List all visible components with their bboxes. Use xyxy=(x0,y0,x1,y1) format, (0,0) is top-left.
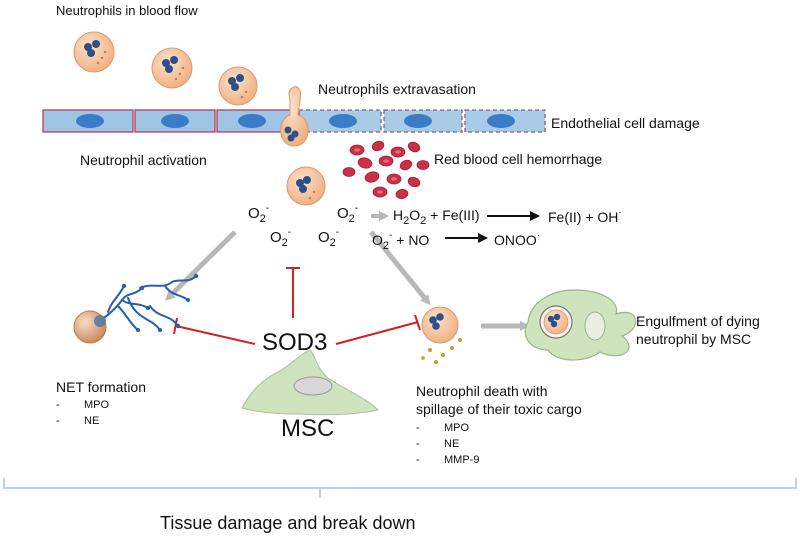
superoxide-label: O2- xyxy=(248,203,270,225)
dying-neutrophil xyxy=(421,306,462,364)
msc-label: MSC xyxy=(281,415,335,442)
label-engulfment-2: neutrophil by MSC xyxy=(636,331,752,347)
sod3-label: SOD3 xyxy=(262,329,328,356)
activated-neutrophil xyxy=(286,166,326,206)
label-endothelial-damage: Endothelial cell damage xyxy=(551,115,700,131)
red-blood-cells xyxy=(342,140,430,199)
fenton-products: Fe(II) + OH· xyxy=(548,207,622,225)
list-item: -NE xyxy=(416,438,460,450)
superoxide-label: O2- xyxy=(318,227,340,249)
label-rbc-hemorrhage: Red blood cell hemorrhage xyxy=(434,151,603,167)
net-structure xyxy=(73,273,199,344)
list-item: -MPO xyxy=(56,399,110,411)
msc-cell xyxy=(241,349,379,416)
label-engulfment-1: Engulfment of dying xyxy=(636,313,760,329)
list-item: -MPO xyxy=(416,422,470,434)
endothelium-damaged xyxy=(298,109,546,133)
label-tissue-damage: Tissue damage and break down xyxy=(160,513,416,533)
extravasating-neutrophil xyxy=(280,86,309,147)
no-reaction-reactants: O2- + NO xyxy=(372,230,430,252)
msc-engulfing xyxy=(524,289,637,361)
label-extravasation: Neutrophils extravasation xyxy=(318,81,476,97)
toxic-cargo-list: -MPO -NE -MMP-9 xyxy=(416,420,479,468)
neutrophil-cell xyxy=(151,47,193,89)
inhibition-lines xyxy=(173,267,421,345)
label-blood-flow: Neutrophils in blood flow xyxy=(56,3,198,18)
fenton-reactants: H2O2 + Fe(III) xyxy=(393,207,480,227)
net-components-list: -MPO -NE xyxy=(56,397,109,429)
label-net-formation: NET formation xyxy=(56,379,146,395)
label-neutrophil-death-2: spillage of their toxic cargo xyxy=(416,401,582,417)
no-reaction-product: ONOO· xyxy=(494,230,541,248)
label-neutrophil-activation: Neutrophil activation xyxy=(80,152,207,168)
label-neutrophil-death-1: Neutrophil death with xyxy=(416,383,548,399)
superoxide-label: O2- xyxy=(337,203,359,225)
bottom-bracket xyxy=(3,478,797,498)
superoxide-label: O2- xyxy=(270,227,292,249)
endothelium-intact xyxy=(42,109,296,133)
list-item: -NE xyxy=(56,415,100,427)
neutrophil-cell xyxy=(218,66,258,106)
list-item: -MMP-9 xyxy=(416,454,480,466)
neutrophil-cell xyxy=(73,31,115,73)
